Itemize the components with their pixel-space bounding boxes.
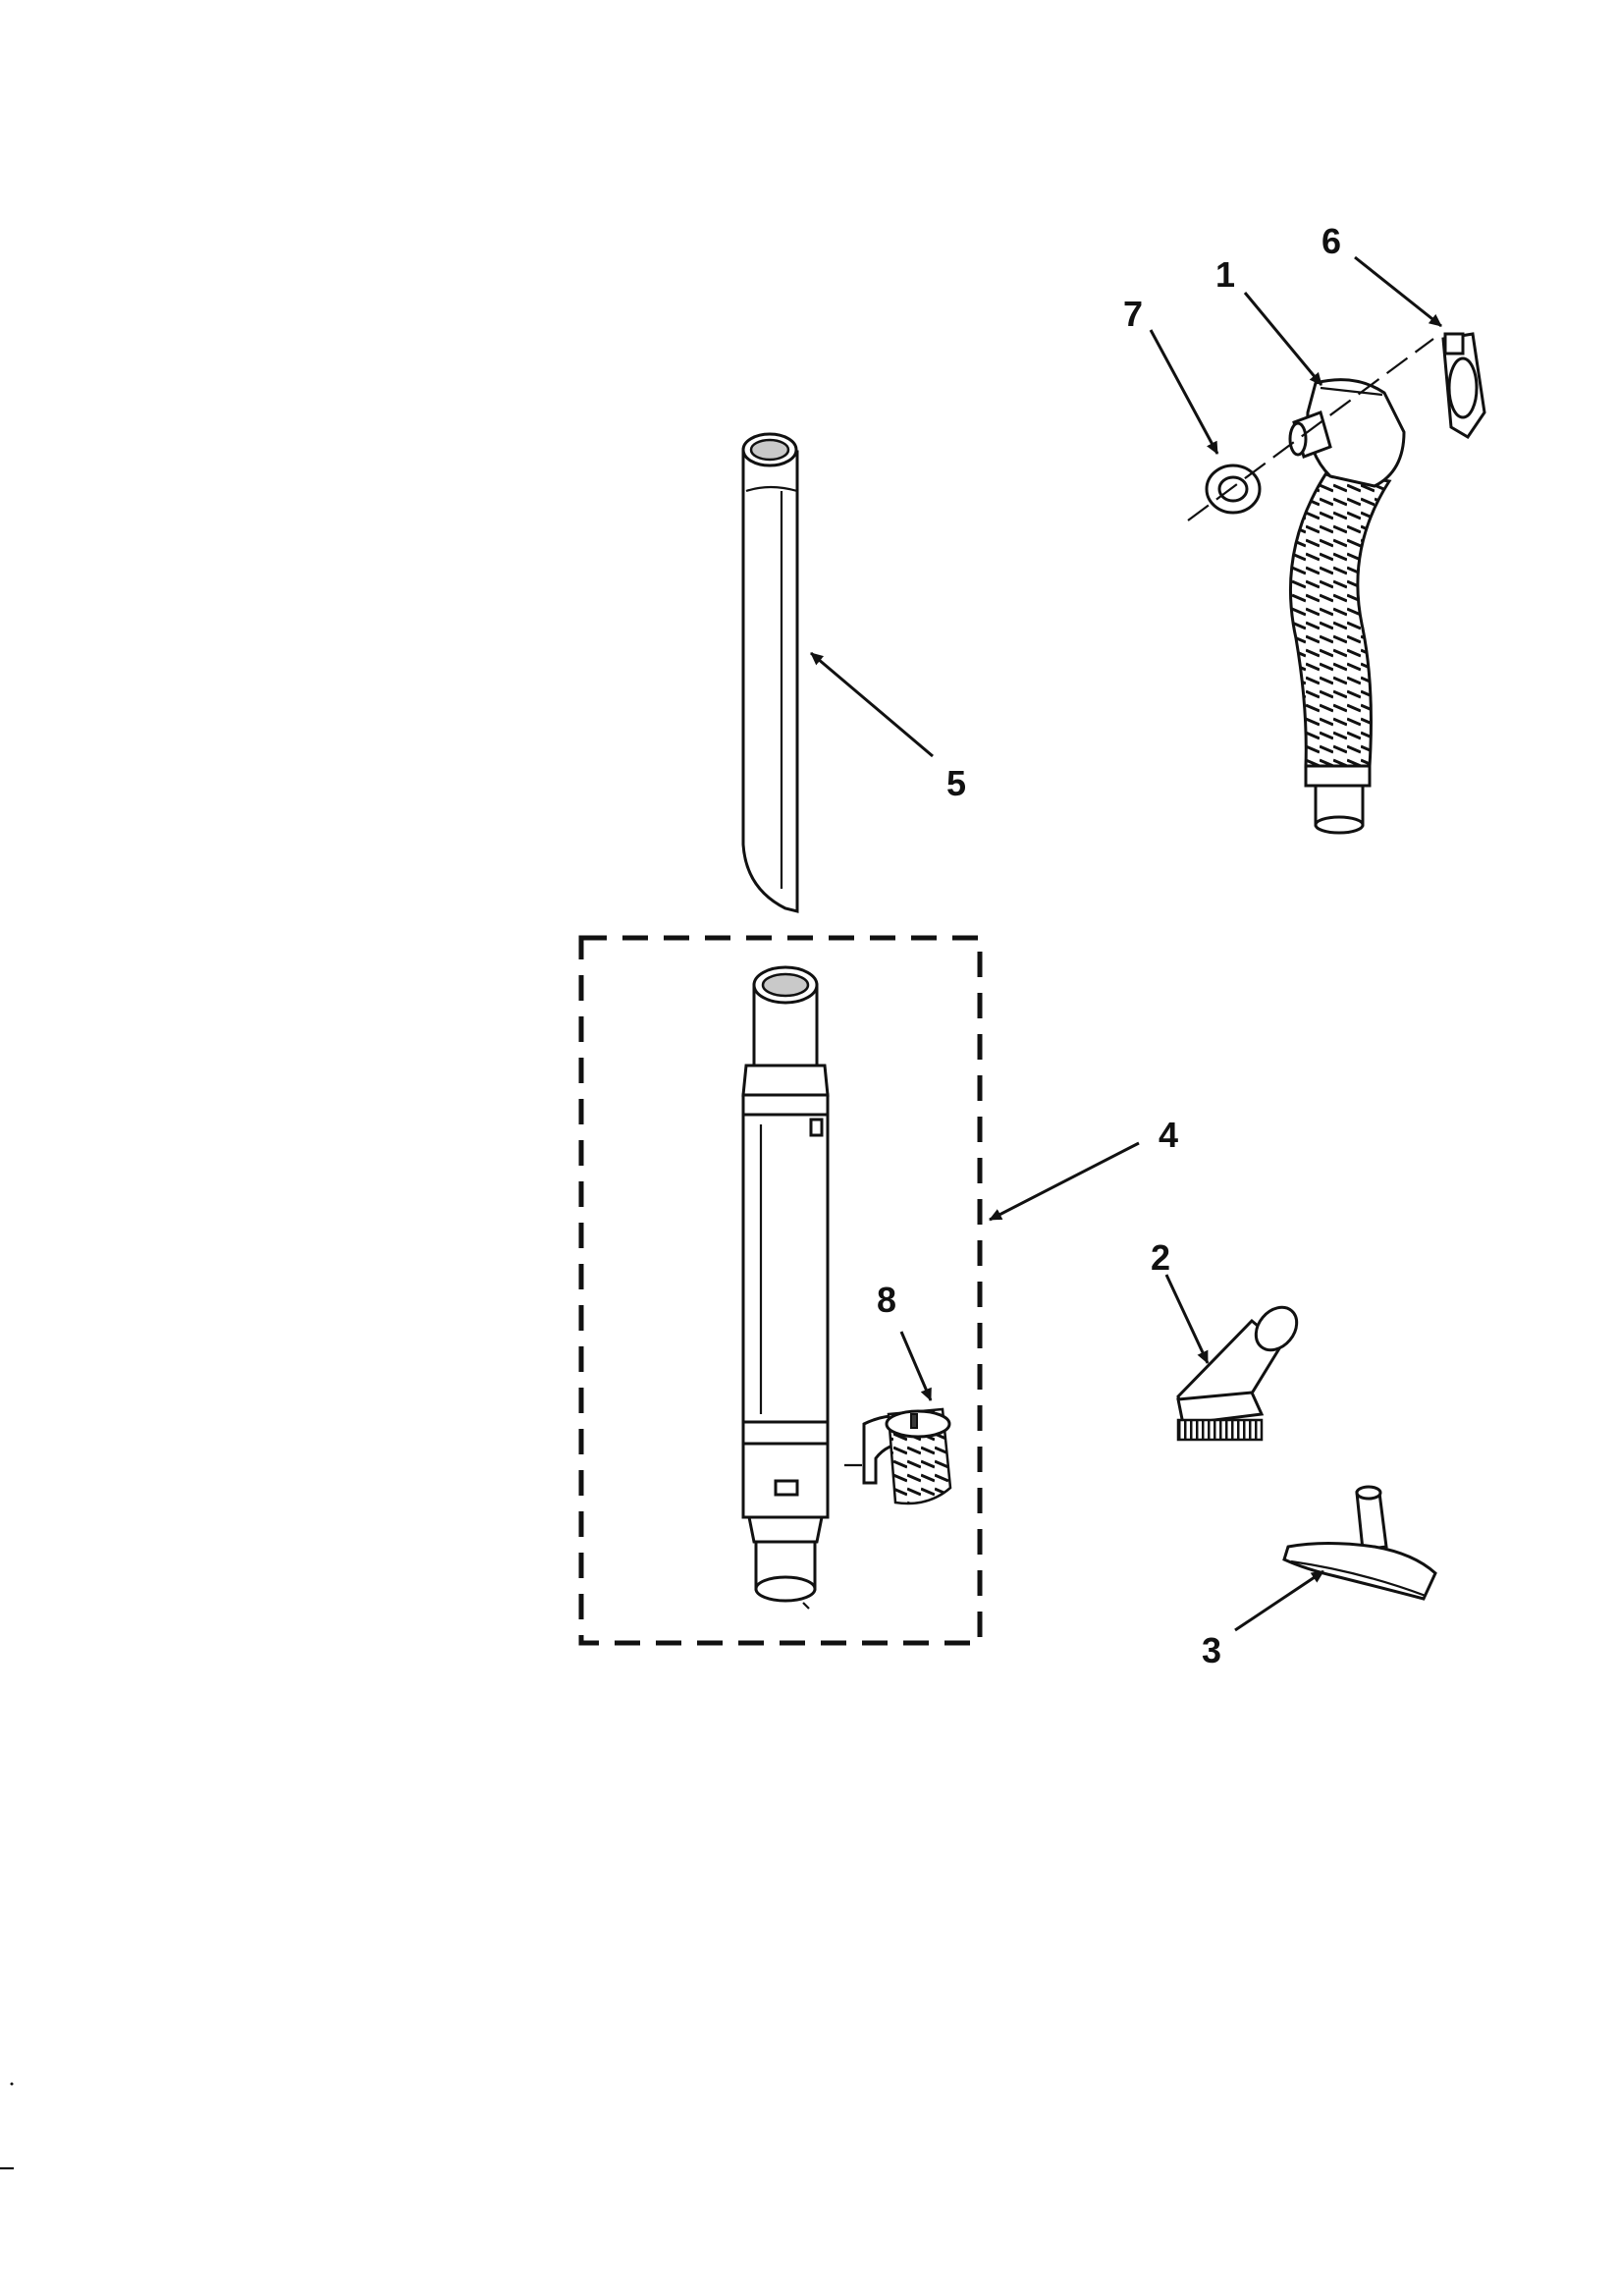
crevice-wand-part: [741, 432, 799, 913]
hose-part: [1288, 378, 1406, 835]
callout-4: 4: [1159, 1115, 1178, 1155]
callout-8: 8: [877, 1280, 896, 1320]
callout-2: 2: [1151, 1237, 1170, 1278]
extension-wand-part: [741, 965, 830, 1610]
callout-7: 7: [1123, 294, 1143, 334]
callout-3: 3: [1202, 1630, 1221, 1670]
assembly-dashed-box: [578, 935, 983, 1646]
wand-clip-part: [844, 1407, 952, 1505]
callout-6: 6: [1321, 221, 1341, 261]
upholstery-tool-part: [1282, 1485, 1437, 1601]
callout-5: 5: [946, 763, 966, 803]
callout-1: 1: [1215, 254, 1235, 295]
dusting-brush-part: [1176, 1305, 1299, 1442]
hose-clamp-part: [1441, 332, 1486, 440]
